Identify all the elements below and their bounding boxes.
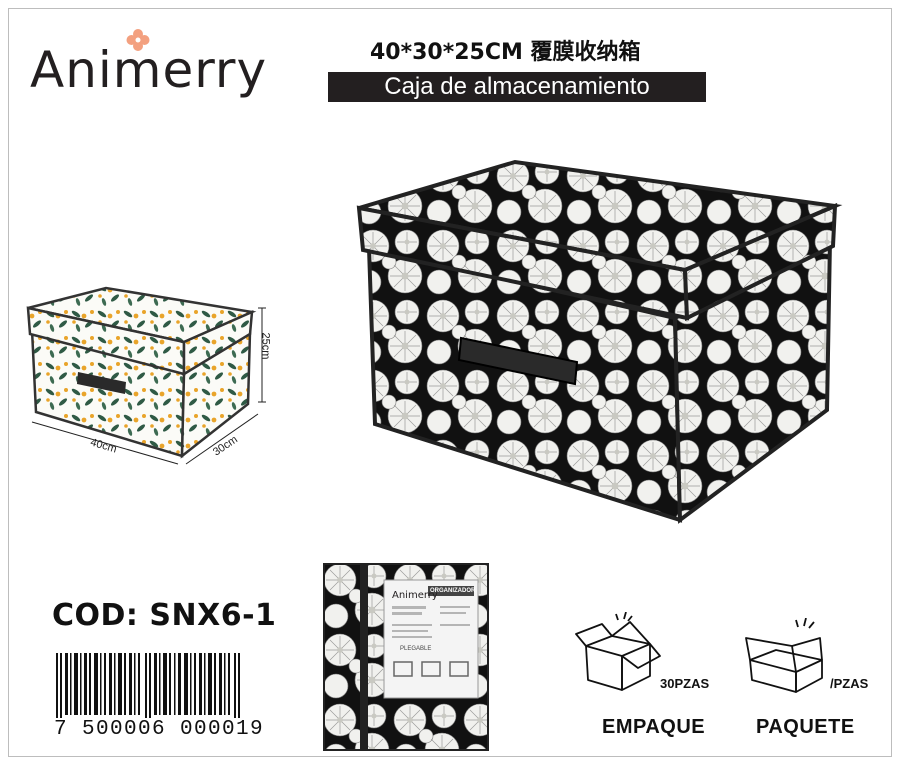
barcode-digits: 7 500006 000019 (52, 718, 267, 741)
barcode-image (56, 653, 240, 723)
paquete-label: PAQUETE (756, 716, 855, 738)
paquete-count: /PZAS (830, 676, 869, 691)
clover-flower-icon (126, 29, 150, 51)
product-name-bar: Caja de almacenamiento (328, 72, 706, 102)
package-brand: Animerry (392, 590, 438, 601)
brand-logo: Animerry (30, 28, 280, 98)
open-carton-icon (575, 612, 661, 691)
open-package-icon (745, 618, 823, 693)
package-tag: ORGANIZADOR (430, 588, 476, 594)
height-dimension: 25cm (259, 332, 272, 360)
empaque-count: 30PZAS (660, 676, 710, 691)
empaque-label: EMPAQUE (602, 716, 706, 738)
package-foldable: PLEGABLE (400, 646, 432, 652)
storage-box-dimension-image (26, 286, 266, 465)
storage-box-main-image (356, 159, 843, 524)
packaged-product-image: Animerry ORGANIZADOR PLEGABLE (322, 562, 490, 752)
page-frame (8, 8, 892, 757)
product-size-title: 40*30*25CM 覆膜收纳箱 (370, 40, 641, 65)
product-code: COD: SNX6-1 (52, 598, 277, 633)
brand-name: Animerry (30, 41, 268, 99)
